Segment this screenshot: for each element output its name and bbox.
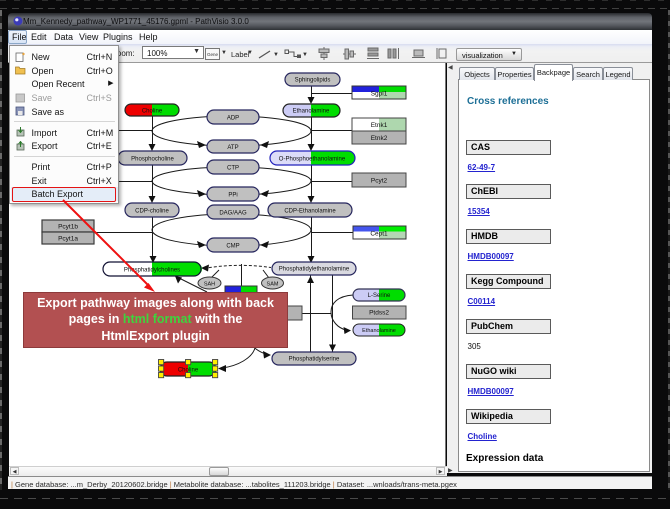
svg-text:▼: ▼ — [302, 52, 308, 58]
svg-text:Ethanolamine: Ethanolamine — [293, 109, 330, 115]
svg-text:ADP: ADP — [227, 116, 239, 122]
svg-text:Pcyt1b: Pcyt1b — [58, 224, 78, 231]
svg-text:Ptdss2: Ptdss2 — [369, 310, 389, 317]
svg-text:Sgpl1: Sgpl1 — [371, 91, 388, 98]
svg-text:SAM: SAM — [267, 282, 279, 288]
svg-text:CTP: CTP — [227, 166, 239, 172]
svg-text:Choline: Choline — [178, 368, 199, 374]
svg-text:L-Serine: L-Serine — [368, 293, 391, 299]
svg-text:▼: ▼ — [273, 52, 279, 58]
svg-text:Sphingolipids: Sphingolipids — [295, 78, 331, 84]
svg-text:Cept1: Cept1 — [370, 231, 388, 238]
svg-text:O-Phosphoethanolamine: O-Phosphoethanolamine — [279, 157, 346, 163]
svg-text:CMP: CMP — [226, 244, 239, 250]
svg-text:Phosphocholine: Phosphocholine — [131, 157, 174, 163]
svg-text:DAG/AAG: DAG/AAG — [219, 211, 247, 217]
svg-text:Phosphatidylcholines: Phosphatidylcholines — [124, 268, 180, 274]
svg-text:CDP-choline: CDP-choline — [135, 209, 169, 215]
svg-text:Etnk1: Etnk1 — [371, 122, 388, 129]
svg-text:PPi: PPi — [228, 193, 237, 199]
svg-text:Pcyt2: Pcyt2 — [371, 178, 388, 185]
svg-text:Choline: Choline — [142, 109, 163, 115]
svg-text:Phosphatidylethanolamine: Phosphatidylethanolamine — [279, 267, 350, 273]
svg-text:Etnk2: Etnk2 — [371, 135, 388, 142]
svg-text:CDP-Ethanolamine: CDP-Ethanolamine — [284, 209, 336, 215]
svg-text:Ethanolamine: Ethanolamine — [362, 328, 396, 334]
svg-text:Pcyt1a: Pcyt1a — [58, 236, 78, 243]
svg-text:Phosphatidylserine: Phosphatidylserine — [289, 357, 340, 363]
svg-text:ATP: ATP — [227, 145, 238, 151]
svg-text:SAH: SAH — [204, 282, 215, 288]
